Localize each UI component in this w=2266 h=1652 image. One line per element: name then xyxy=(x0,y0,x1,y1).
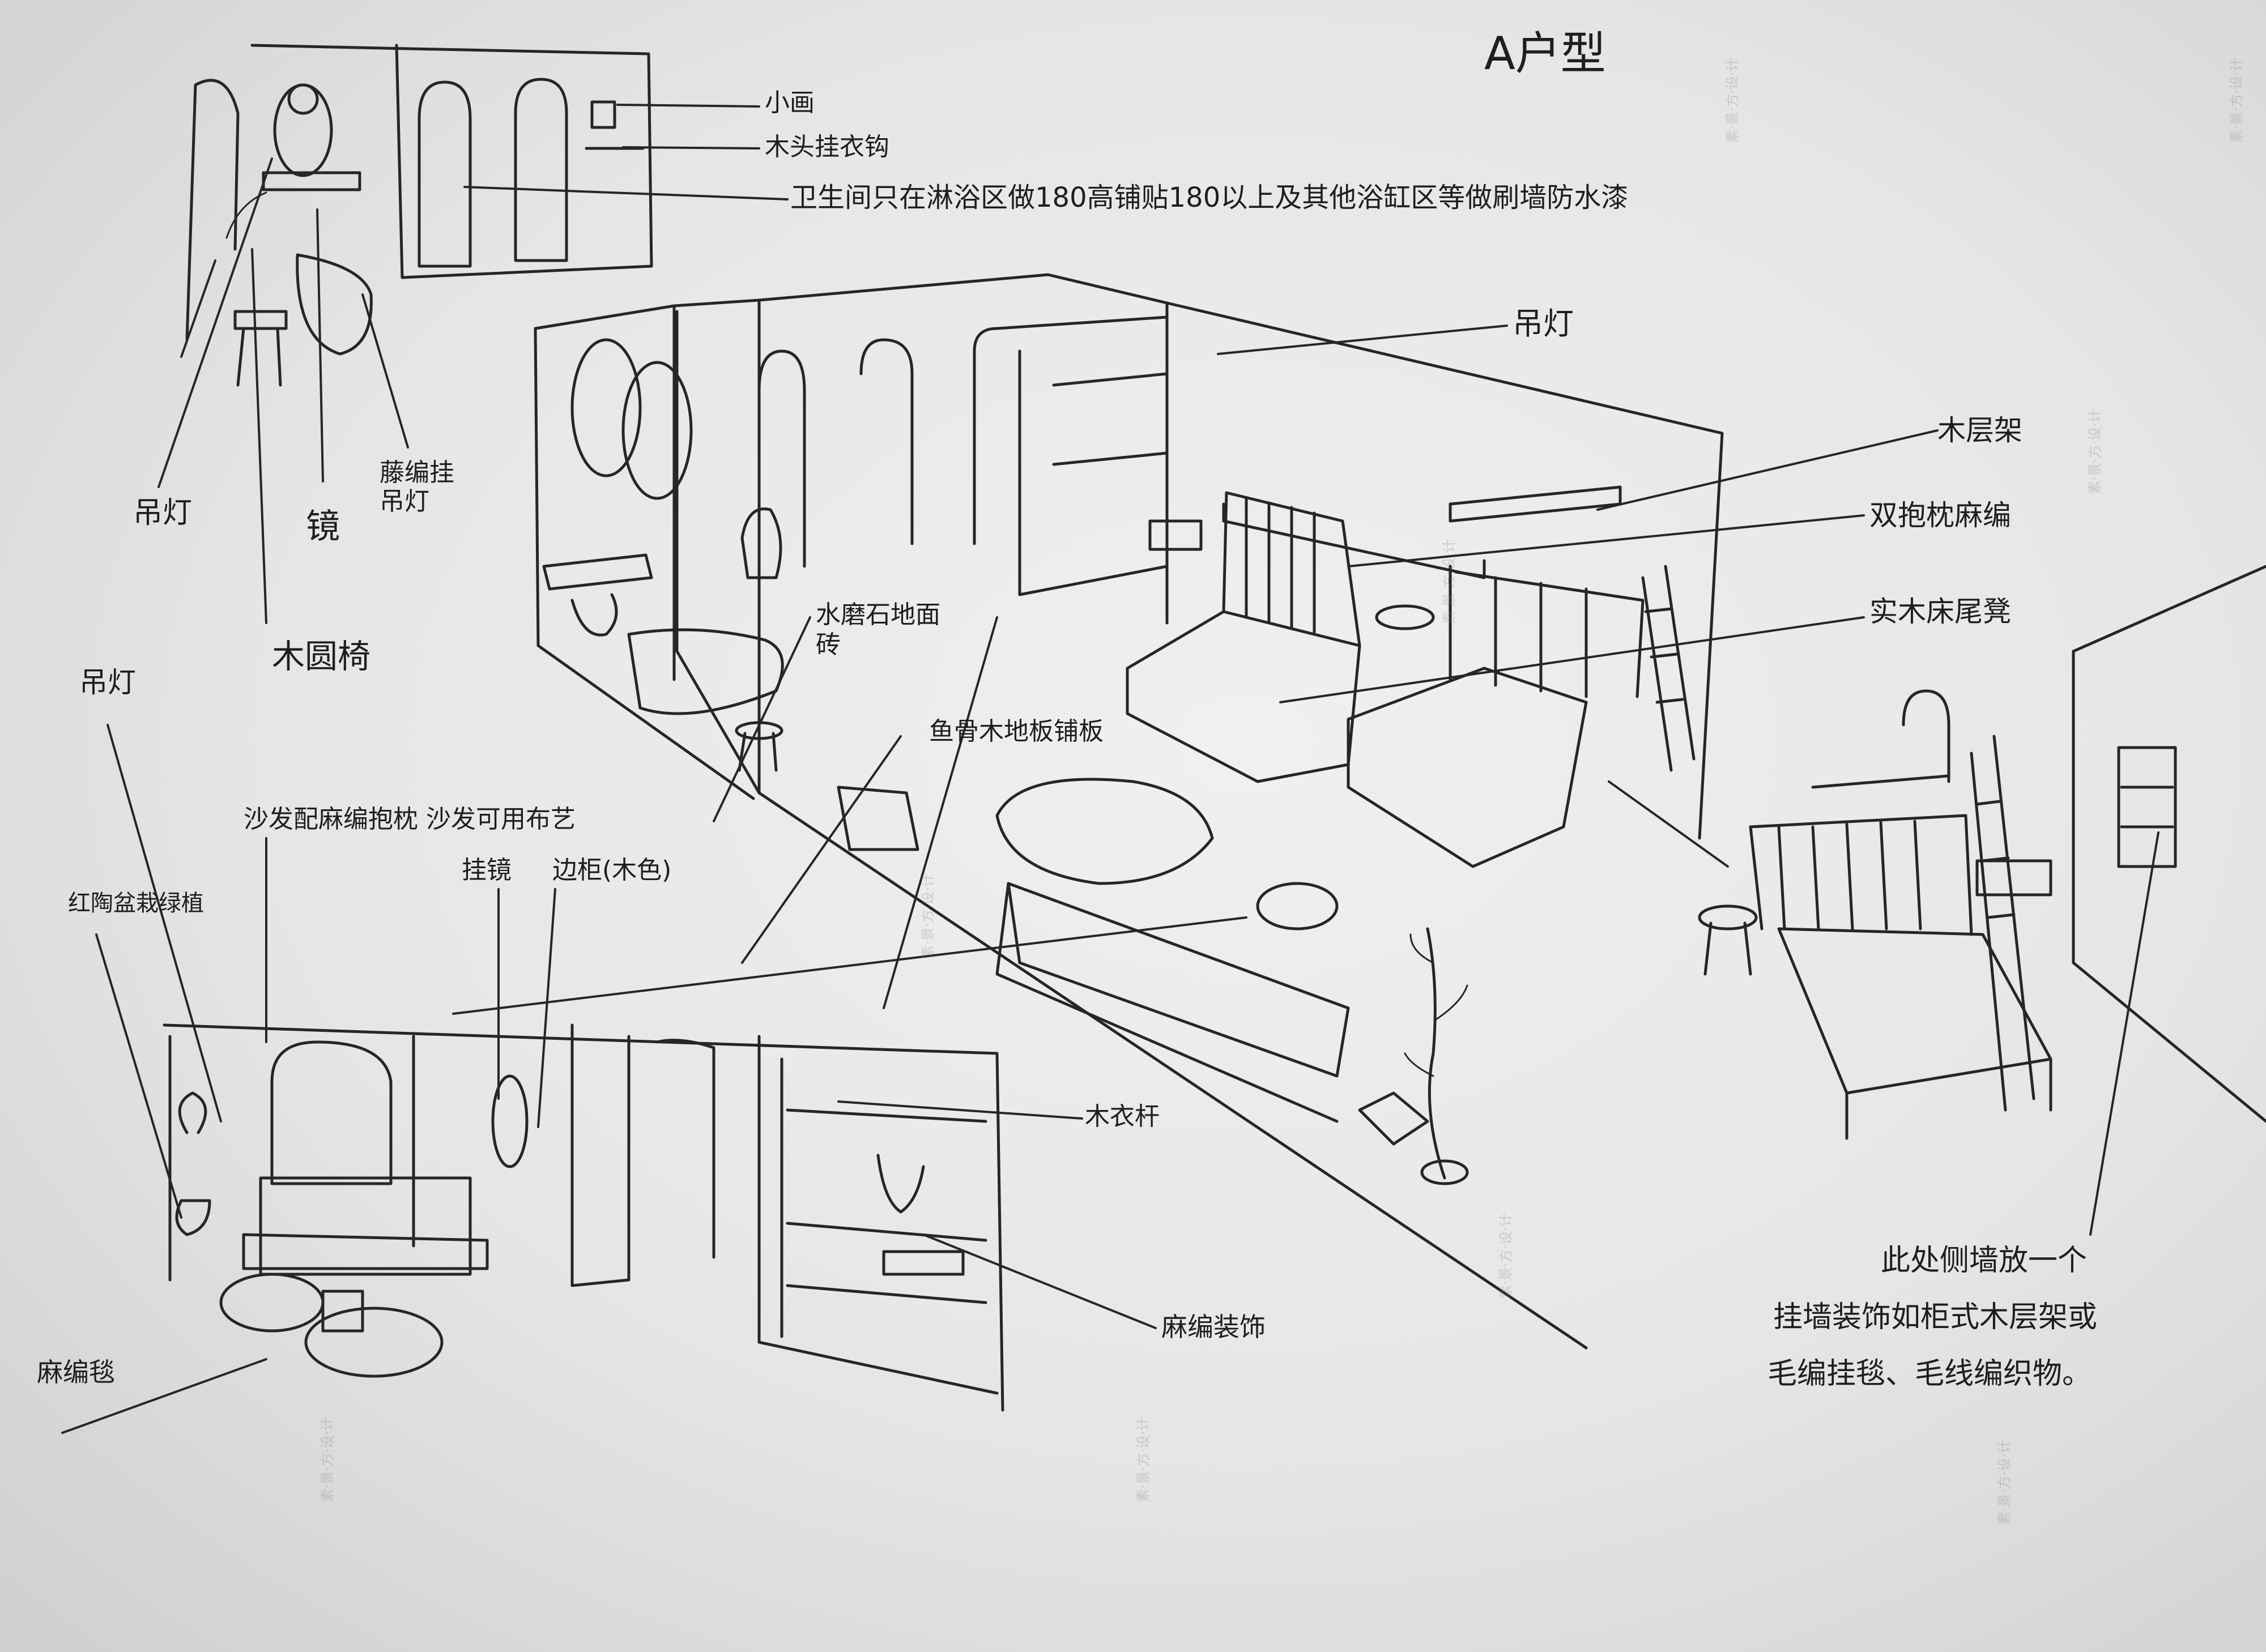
bed-bench-label: 实木床尾凳 xyxy=(1869,595,2011,628)
watermark-text: 素·景·方·设·计 xyxy=(2228,58,2244,143)
side-cabinet-label: 边柜(木色) xyxy=(552,856,672,885)
side-wall-note-line3: 毛编挂毯、毛线编织物。 xyxy=(1767,1357,2092,1391)
bath-pendant-label: 吊灯 xyxy=(133,496,193,530)
annotation-arrows xyxy=(61,104,2159,1434)
bed-shelf-label: 木层架 xyxy=(1937,414,2022,447)
vase-label: 红陶盆栽绿植 xyxy=(68,890,204,916)
rattan-rug-label: 麻编毯 xyxy=(37,1357,115,1388)
side-wall-note-line1: 此处侧墙放一个 xyxy=(1881,1244,2088,1278)
watermark-text: 素·景·方·设·计 xyxy=(1497,1213,1514,1299)
bath-rattan-lamp-label: 藤编挂吊灯 xyxy=(380,458,454,516)
side-wall-note-line2: 挂墙装饰如柜式木层架或 xyxy=(1773,1300,2098,1334)
bath-shelf-label: 木头挂衣钩 xyxy=(765,133,889,161)
rattan-decor-label: 麻编装饰 xyxy=(1161,1312,1266,1342)
plan-title: A户型 xyxy=(1484,27,1606,80)
clothes-rod-label: 木衣杆 xyxy=(1085,1102,1160,1131)
bathroom-elevation-sketch xyxy=(180,44,653,387)
bed-pillow-label: 双抱枕麻编 xyxy=(1869,499,2011,532)
watermark-text: 素·景·方·设·计 xyxy=(319,1417,335,1502)
wall-mirror-label: 挂镜 xyxy=(462,856,512,885)
watermark-text: 素·景·方·设·计 xyxy=(919,873,936,959)
wood-floor-label: 鱼骨木地板铺板 xyxy=(929,717,1104,746)
bathroom-perspective-sketch xyxy=(534,273,1169,800)
side-bedroom-sketch xyxy=(1698,565,2266,1140)
watermark-text: 素·景·方·设·计 xyxy=(1996,1440,2012,1525)
bed-pendant-label: 吊灯 xyxy=(1513,306,1574,342)
watermark-text: 素·景·方·设·计 xyxy=(1724,58,1740,143)
watermark-text: 素·景·方·设·计 xyxy=(1441,539,1457,625)
bath-waterproof-note: 卫生间只在淋浴区做180高铺贴180以上及其他浴缸区等做刷墙防水漆 xyxy=(790,182,1629,214)
sofa-note-label: 沙发配麻编抱枕 沙发可用布艺 xyxy=(244,805,576,834)
bath-stool-label: 木圆椅 xyxy=(272,637,371,676)
bedroom-perspective-sketch xyxy=(757,301,1724,1350)
living-pendant-label: 吊灯 xyxy=(79,666,136,699)
bath-picture-label: 小画 xyxy=(765,88,815,117)
terrazzo-label: 水磨石地面砖 xyxy=(816,600,940,659)
watermark-text: 素·景·方·设·计 xyxy=(2086,409,2103,494)
living-room-elevation-sketch xyxy=(163,1023,1004,1412)
watermark-text: 素·景·方·设·计 xyxy=(1135,1417,1151,1502)
bath-mirror-label: 镜 xyxy=(306,507,340,547)
